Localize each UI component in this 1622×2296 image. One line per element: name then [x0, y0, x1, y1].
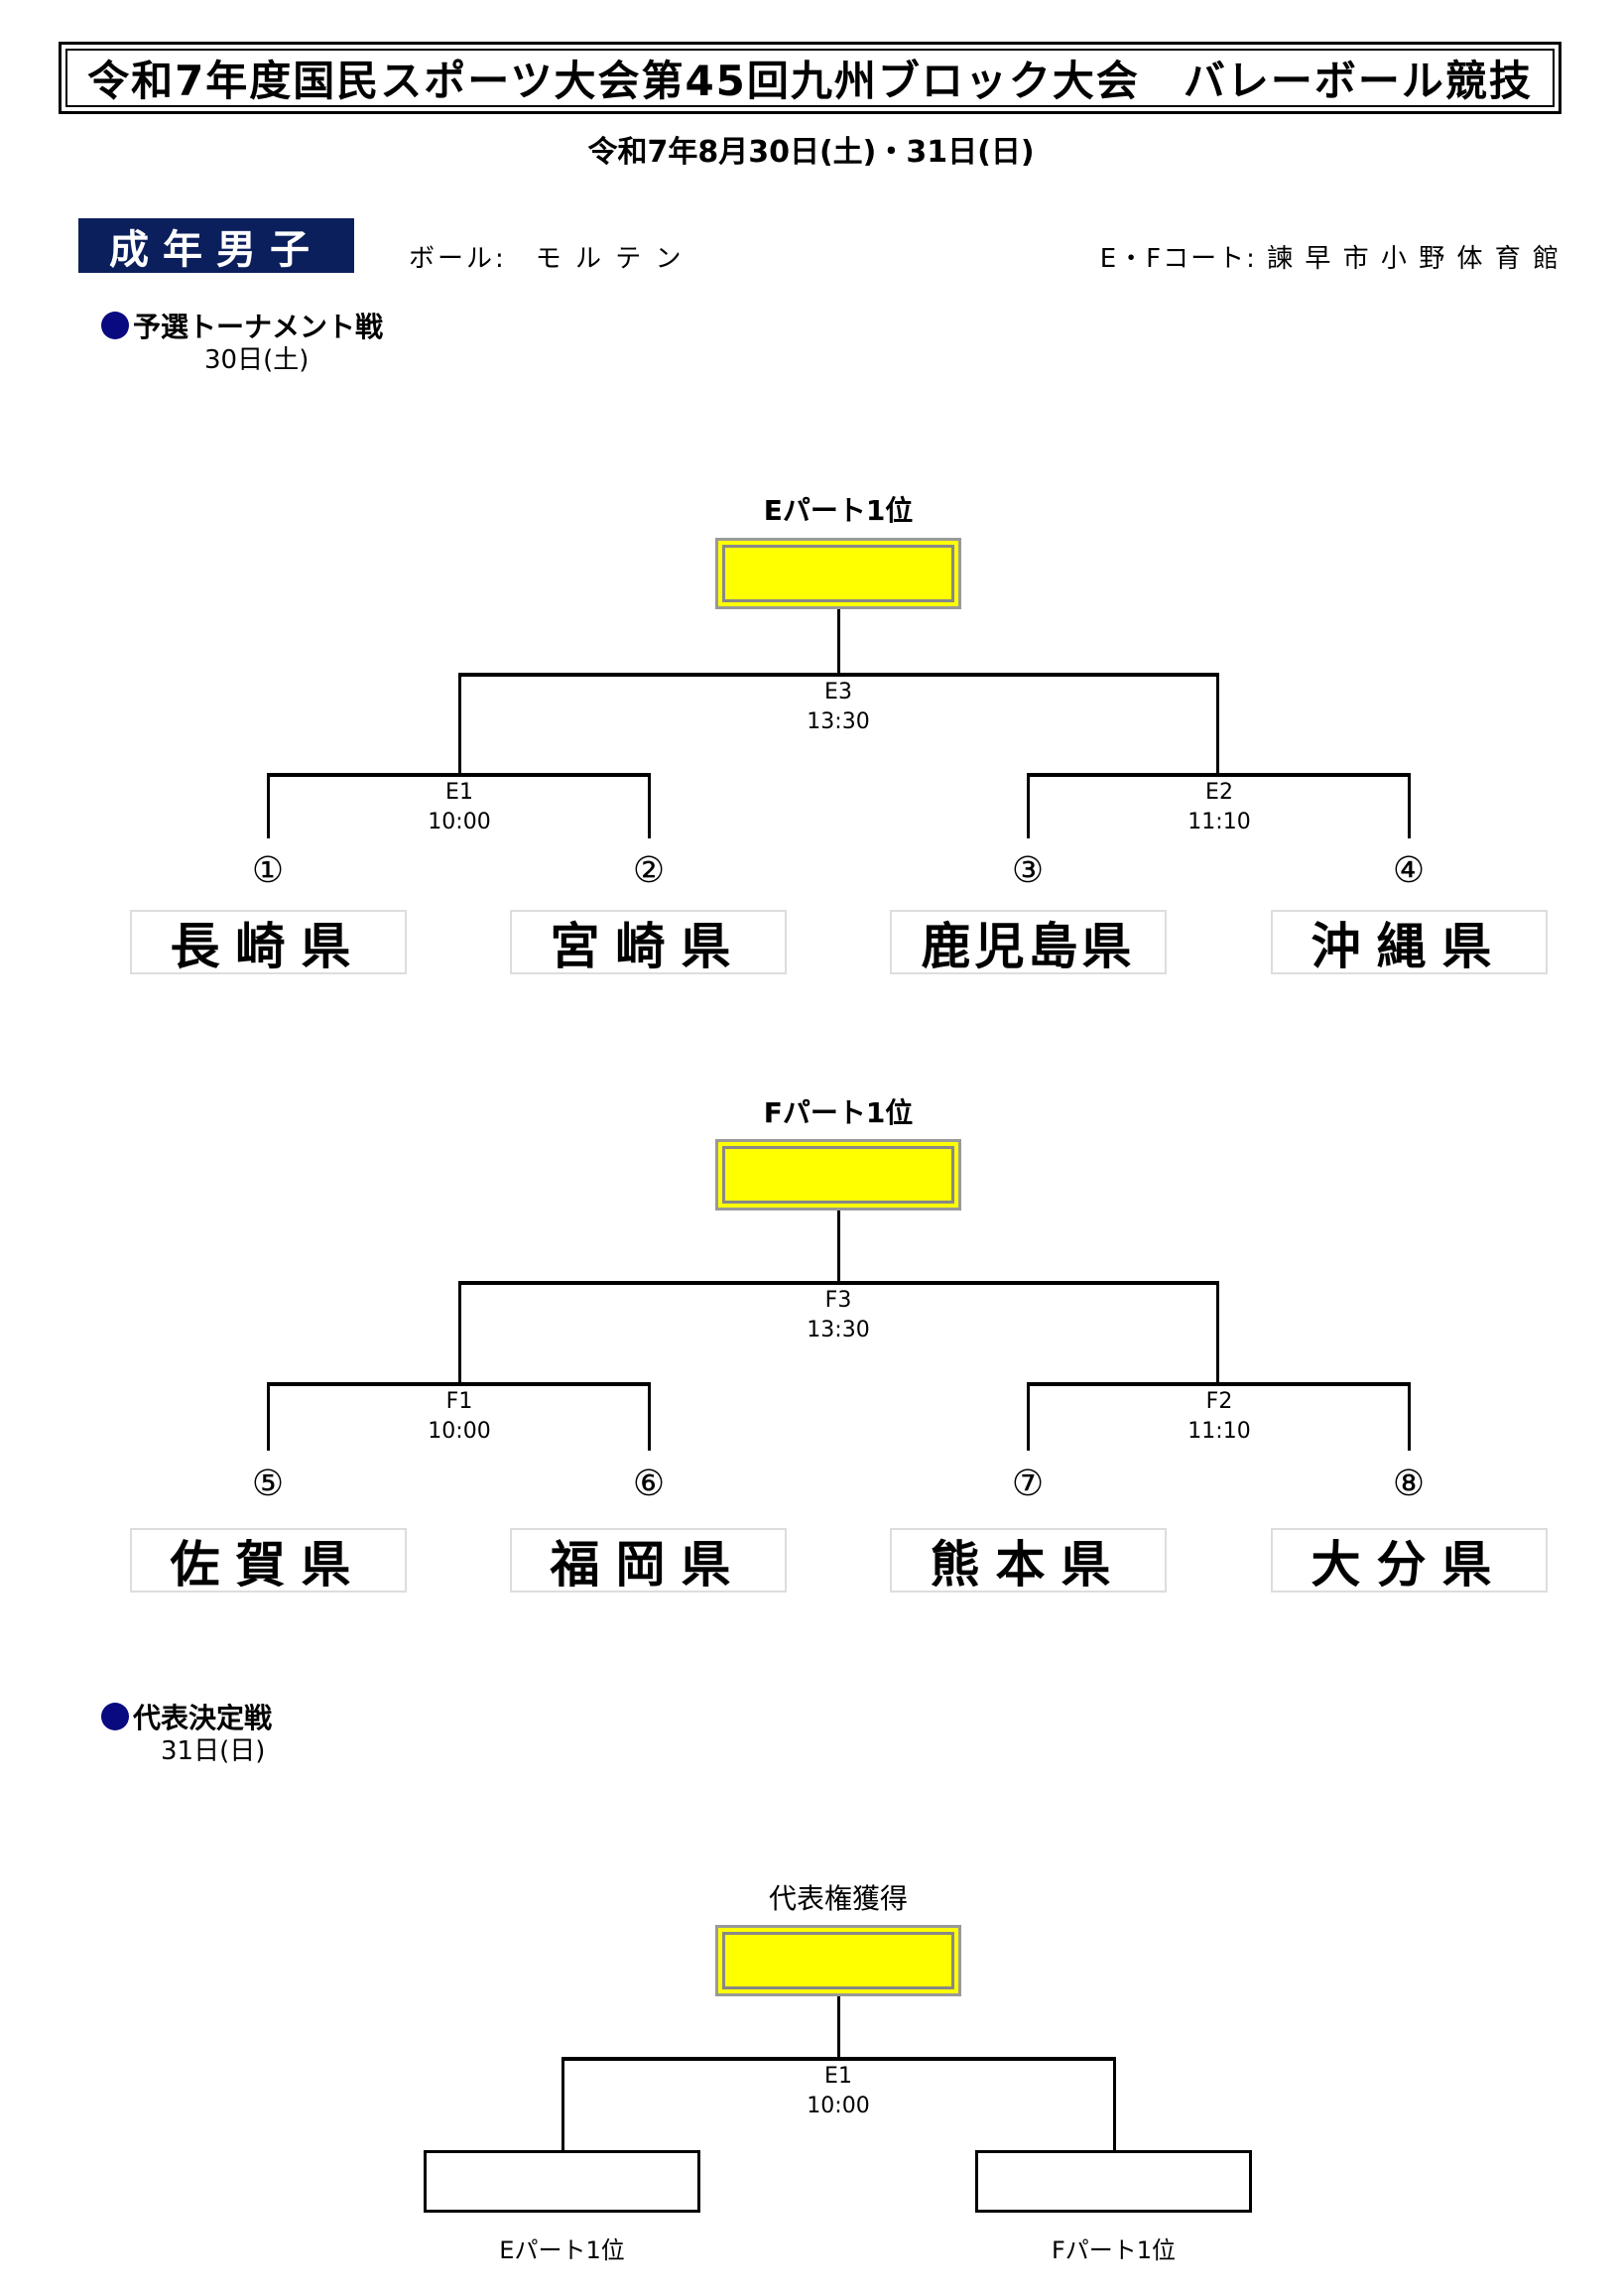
- slot-box[interactable]: [975, 2150, 1252, 2213]
- match-time: 11:10: [1187, 810, 1251, 834]
- match-time: 13:30: [807, 1318, 870, 1342]
- team-box: 沖縄県: [1271, 910, 1548, 975]
- seed-number: ②: [632, 850, 666, 891]
- semi-line: [268, 773, 651, 777]
- semi-line: [268, 1382, 651, 1386]
- team-box: 熊本県: [890, 1528, 1167, 1594]
- connector-line: [1113, 2057, 1116, 2152]
- match-label-final: E3 13:30: [739, 678, 937, 737]
- final-heading-text: 代表決定戦: [133, 1702, 273, 1734]
- winner-box[interactable]: [715, 1925, 961, 1996]
- title-frame: 令和7年度国民スポーツ大会第45回九州ブロック大会 バレーボール競技: [59, 42, 1561, 114]
- match-code: E1: [824, 2064, 852, 2089]
- match-code: E2: [1205, 780, 1233, 805]
- match-time: 10:00: [428, 810, 491, 834]
- winner-box[interactable]: [715, 538, 961, 609]
- connector-line: [458, 673, 461, 775]
- team-box: 福岡県: [510, 1528, 787, 1594]
- final-line: [561, 2057, 1116, 2061]
- team-box: 鹿児島県: [890, 910, 1167, 975]
- connector-line: [648, 773, 651, 838]
- team-box: 宮崎県: [510, 910, 787, 975]
- semi-line: [1028, 1382, 1411, 1386]
- connector-line: [1027, 1382, 1030, 1451]
- match-code: F3: [824, 1288, 852, 1313]
- match-label-semi: F2 11:10: [1120, 1387, 1318, 1447]
- connector-line: [1027, 773, 1030, 838]
- final-line: [458, 673, 1219, 677]
- slot-label: Fパート1位: [1051, 2236, 1177, 2264]
- match-time: 13:30: [807, 709, 870, 734]
- seed-number: ⑥: [632, 1464, 666, 1504]
- connector-line: [267, 773, 270, 838]
- event-dates: 令和7年8月30日(土)・31日(日): [587, 135, 1035, 170]
- seed-number: ④: [1392, 850, 1426, 891]
- match-code: F1: [445, 1389, 473, 1414]
- match-label-final: F3 13:30: [739, 1286, 937, 1345]
- page-title: 令和7年度国民スポーツ大会第45回九州ブロック大会 バレーボール競技: [65, 49, 1555, 107]
- match-time: 10:00: [807, 2094, 870, 2118]
- bullet-icon: [101, 312, 129, 339]
- connector-line: [561, 2057, 564, 2152]
- preliminary-heading: 予選トーナメント戦: [101, 306, 383, 345]
- category-badge: 成年男子: [78, 218, 354, 273]
- seed-number: ①: [251, 850, 285, 891]
- seed-number: ③: [1011, 850, 1045, 891]
- winner-box[interactable]: [715, 1139, 961, 1211]
- connector-line: [1408, 773, 1411, 838]
- match-time: 11:10: [1187, 1419, 1251, 1444]
- seed-number: ⑧: [1392, 1464, 1426, 1504]
- ball-info: ボール: モ ル テ ン: [409, 244, 685, 274]
- team-box: 大分県: [1271, 1528, 1548, 1594]
- match-label-semi: F1 10:00: [360, 1387, 559, 1447]
- match-code: E3: [824, 680, 852, 704]
- court-info: E・Fコート: 諫 早 市 小 野 体 育 館: [1099, 244, 1560, 274]
- preliminary-heading-text: 予選トーナメント戦: [133, 311, 384, 343]
- match-code: F2: [1205, 1389, 1233, 1414]
- winner-label: Fパート1位: [763, 1096, 914, 1129]
- connector-line: [837, 609, 840, 675]
- team-box: 長崎県: [130, 910, 407, 975]
- match-label-semi: E2 11:10: [1120, 778, 1318, 837]
- bullet-icon: [101, 1703, 129, 1730]
- connector-line: [1216, 673, 1219, 775]
- seed-number: ⑦: [1011, 1464, 1045, 1504]
- slot-label: Eパート1位: [499, 2236, 625, 2264]
- team-box: 佐賀県: [130, 1528, 407, 1594]
- connector-line: [837, 1996, 840, 2059]
- connector-line: [1408, 1382, 1411, 1451]
- final-heading: 代表決定戦: [101, 1697, 272, 1736]
- connector-line: [837, 1211, 840, 1283]
- match-code: E1: [445, 780, 473, 805]
- winner-label: Eパート1位: [763, 494, 914, 527]
- connector-line: [1216, 1281, 1219, 1384]
- connector-line: [267, 1382, 270, 1451]
- final-date: 31日(日): [161, 1736, 266, 1766]
- preliminary-date: 30日(土): [204, 345, 310, 375]
- connector-line: [458, 1281, 461, 1384]
- seed-number: ⑤: [251, 1464, 285, 1504]
- semi-line: [1028, 773, 1411, 777]
- winner-label: 代表権獲得: [768, 1882, 908, 1915]
- slot-box[interactable]: [424, 2150, 700, 2213]
- match-time: 10:00: [428, 1419, 491, 1444]
- connector-line: [648, 1382, 651, 1451]
- final-line: [458, 1281, 1219, 1285]
- match-label-semi: E1 10:00: [360, 778, 559, 837]
- match-label-final: E1 10:00: [739, 2062, 937, 2121]
